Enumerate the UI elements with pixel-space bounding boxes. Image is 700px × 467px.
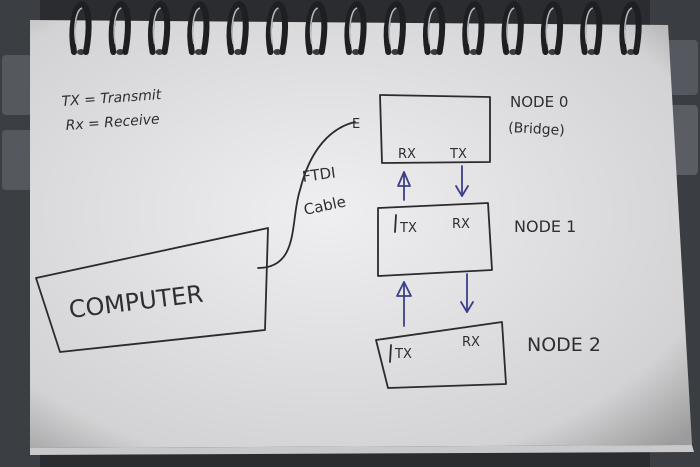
spiral-hole	[627, 49, 635, 55]
legend-rx-text: Rx = Receive	[65, 111, 160, 134]
cable-label-line1: FTDI	[301, 163, 337, 185]
spiral-shine	[231, 7, 240, 45]
spiral-loop	[619, 0, 642, 55]
node0-title: NODE 0	[510, 93, 568, 111]
node0-box	[379, 94, 491, 164]
spiral-shine	[584, 7, 594, 45]
spiral-loop	[383, 0, 406, 55]
spiral-hole	[194, 49, 203, 55]
spiral-loop	[305, 0, 328, 55]
arrow-down-head-2	[460, 301, 474, 313]
node1-rx-label: RX	[452, 217, 470, 232]
spiral-loop	[501, 0, 524, 55]
spiral-hole	[234, 49, 243, 55]
spiral-loop	[580, 0, 603, 55]
legend-tx-text: TX = Transmit	[61, 87, 162, 110]
spiral-loop	[265, 0, 289, 55]
spiral-shine	[545, 7, 554, 45]
spiral-hole	[548, 49, 557, 55]
spiral-shine	[191, 7, 201, 45]
node2-box	[375, 321, 507, 389]
spiral-loop	[108, 0, 131, 55]
spiral-shine	[270, 7, 279, 45]
spiral-shine	[466, 7, 476, 45]
arrow-up-head-2	[396, 281, 412, 297]
node2-title: NODE 2	[527, 334, 601, 356]
spiral-shine	[506, 7, 515, 45]
spiral-binding	[69, 0, 642, 55]
spiral-hole	[155, 49, 164, 55]
node0-tx-label: TX	[449, 147, 467, 162]
cable-end-mark: E	[352, 117, 360, 132]
node1-title: NODE 1	[514, 217, 576, 236]
spiral-hole	[273, 49, 282, 55]
spiral-shine	[309, 7, 319, 45]
computer-box	[35, 227, 269, 353]
spiral-hole	[116, 49, 125, 55]
laptop-key	[2, 130, 32, 190]
spiral-hole	[77, 49, 85, 55]
ftdi-cable-line	[257, 121, 356, 269]
node0-subtitle: (Bridge)	[508, 120, 565, 139]
spiral-loop	[423, 0, 446, 55]
spiral-loop	[226, 0, 249, 55]
spiral-hole	[312, 49, 321, 55]
page-shading	[30, 20, 692, 448]
spiral-loop	[540, 0, 564, 55]
node0-rx-label: RX	[398, 147, 416, 162]
spiral-hole	[587, 49, 596, 55]
node1-tx-bar	[394, 214, 397, 233]
spiral-shine	[74, 7, 83, 45]
spiral-hole	[391, 49, 400, 55]
spiral-loop	[344, 0, 367, 55]
spiral-shine	[427, 7, 436, 45]
node2-rx-label: RX	[462, 335, 480, 350]
spiral-loop	[187, 0, 210, 55]
spiral-hole	[430, 49, 439, 55]
spiral-shine	[349, 7, 358, 45]
spiral-shine	[624, 7, 633, 45]
spiral-shine	[388, 7, 397, 45]
spiral-shine	[113, 7, 122, 45]
spiral-loop	[148, 0, 171, 55]
arrow-down-head	[455, 185, 469, 197]
spiral-loop	[462, 0, 485, 55]
spiral-hole	[352, 49, 360, 55]
node1-tx-label: TX	[399, 221, 417, 236]
node2-tx-label: TX	[394, 347, 412, 362]
spiral-loop	[69, 0, 92, 55]
laptop-key	[2, 55, 32, 115]
spiral-shine	[152, 7, 161, 45]
node2-tx-bar	[389, 344, 392, 363]
spiral-hole	[509, 49, 518, 55]
arrow-up-head	[397, 171, 411, 187]
spiral-hole	[469, 49, 478, 55]
node1-box	[377, 202, 493, 277]
page-stack-edge	[30, 445, 694, 455]
